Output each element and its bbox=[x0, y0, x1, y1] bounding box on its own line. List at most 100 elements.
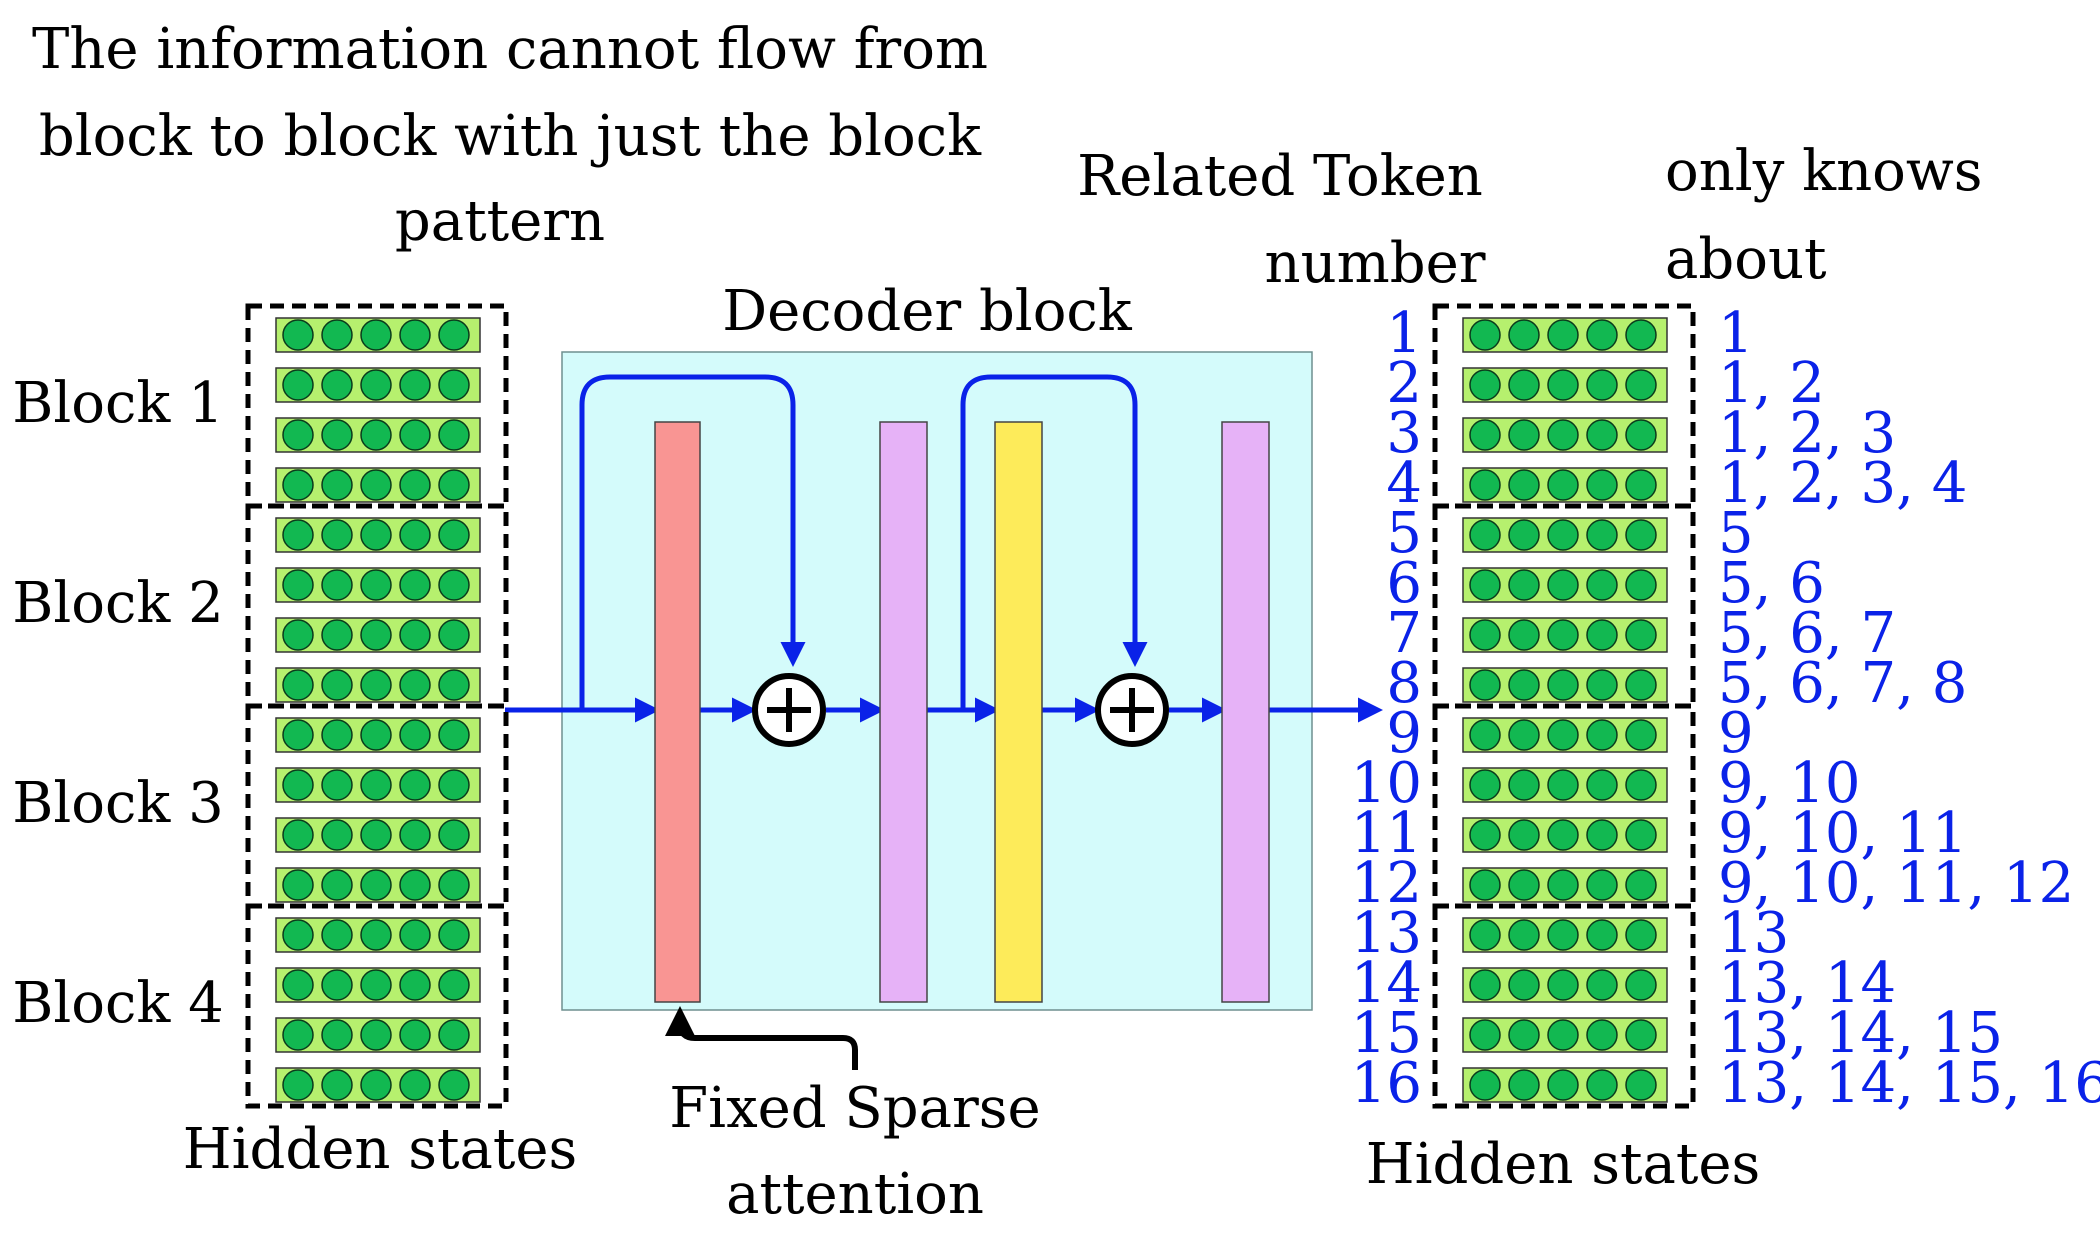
hidden-unit-dot bbox=[1469, 769, 1501, 801]
hidden-unit-dot bbox=[399, 619, 431, 651]
hidden-unit-dot bbox=[321, 1019, 353, 1051]
knows-about-entry: 9, 10, 11, 12 bbox=[1718, 851, 2074, 916]
hidden-unit-dot bbox=[1508, 719, 1540, 751]
token-number: 14 bbox=[1351, 951, 1422, 1016]
hidden-unit-dot bbox=[1508, 769, 1540, 801]
hidden-unit-dot bbox=[438, 319, 470, 351]
hidden-unit-dot bbox=[1508, 919, 1540, 951]
hidden-unit-dot bbox=[1625, 619, 1657, 651]
hidden-unit-dot bbox=[1625, 469, 1657, 501]
hidden-unit-dot bbox=[321, 369, 353, 401]
hidden-state-row bbox=[1462, 617, 1668, 653]
hidden-unit-dot bbox=[282, 719, 314, 751]
block-label: Block 2 bbox=[12, 571, 224, 636]
token-number: 9 bbox=[1386, 701, 1422, 766]
hidden-state-row bbox=[1462, 467, 1668, 503]
hidden-unit-dot bbox=[321, 719, 353, 751]
hidden-state-row bbox=[1462, 1017, 1668, 1053]
hidden-unit-dot bbox=[282, 969, 314, 1001]
knows-about-entry: 9, 10 bbox=[1718, 751, 1861, 816]
hidden-state-row bbox=[275, 867, 481, 903]
hidden-unit-dot bbox=[438, 369, 470, 401]
token-number: 6 bbox=[1386, 551, 1422, 616]
hidden-unit-dot bbox=[399, 969, 431, 1001]
hidden-unit-dot bbox=[1469, 469, 1501, 501]
hidden-unit-dot bbox=[321, 319, 353, 351]
hidden-unit-dot bbox=[1547, 769, 1579, 801]
hidden-unit-dot bbox=[321, 569, 353, 601]
hidden-unit-dot bbox=[360, 569, 392, 601]
hidden-unit-dot bbox=[282, 669, 314, 701]
hidden-unit-dot bbox=[360, 969, 392, 1001]
hidden-unit-dot bbox=[1508, 319, 1540, 351]
block-frame bbox=[245, 703, 509, 909]
hidden-unit-dot bbox=[1586, 369, 1618, 401]
hidden-unit-dot bbox=[1508, 819, 1540, 851]
add-node-2 bbox=[1095, 673, 1169, 747]
hidden-unit-dot bbox=[1547, 369, 1579, 401]
hidden-unit-dot bbox=[1625, 519, 1657, 551]
hidden-state-row bbox=[275, 1067, 481, 1103]
hidden-unit-dot bbox=[1547, 519, 1579, 551]
hidden-state-row bbox=[275, 567, 481, 603]
hidden-state-row bbox=[1462, 317, 1668, 353]
hidden-unit-dot bbox=[1586, 869, 1618, 901]
hidden-unit-dot bbox=[321, 969, 353, 1001]
block-label: Block 1 bbox=[12, 371, 224, 436]
hidden-unit-dot bbox=[1508, 669, 1540, 701]
hidden-unit-dot bbox=[360, 619, 392, 651]
hidden-unit-dot bbox=[1547, 819, 1579, 851]
hidden-state-row bbox=[1462, 817, 1668, 853]
hidden-unit-dot bbox=[282, 369, 314, 401]
hidden-state-row bbox=[275, 767, 481, 803]
hidden-unit-dot bbox=[1547, 919, 1579, 951]
knows-about-entry: 13 bbox=[1718, 901, 1789, 966]
hidden-unit-dot bbox=[1469, 919, 1501, 951]
block-frame bbox=[1432, 903, 1696, 1109]
hidden-state-row bbox=[1462, 667, 1668, 703]
knows-about-entry: 1, 2, 3, 4 bbox=[1718, 451, 1967, 516]
hidden-unit-dot bbox=[438, 719, 470, 751]
hidden-unit-dot bbox=[438, 1069, 470, 1101]
hidden-unit-dot bbox=[321, 419, 353, 451]
hidden-unit-dot bbox=[360, 469, 392, 501]
token-number: 12 bbox=[1351, 851, 1422, 916]
hidden-unit-dot bbox=[282, 1019, 314, 1051]
block-label: Block 4 bbox=[12, 971, 224, 1036]
hidden-unit-dot bbox=[282, 419, 314, 451]
hidden-unit-dot bbox=[399, 469, 431, 501]
block-frame bbox=[1432, 303, 1696, 509]
title-line-2: block to block with just the block bbox=[39, 104, 982, 169]
hidden-unit-dot bbox=[399, 419, 431, 451]
hidden-unit-dot bbox=[1586, 819, 1618, 851]
hidden-unit-dot bbox=[1586, 1069, 1618, 1101]
right-hidden-states-label: Hidden states bbox=[1366, 1132, 1760, 1197]
hidden-unit-dot bbox=[1469, 869, 1501, 901]
hidden-unit-dot bbox=[1508, 469, 1540, 501]
hidden-unit-dot bbox=[1469, 819, 1501, 851]
hidden-unit-dot bbox=[360, 319, 392, 351]
knows-about-entry: 9 bbox=[1718, 701, 1754, 766]
hidden-unit-dot bbox=[1469, 569, 1501, 601]
knows-about-entry: 13, 14, 15 bbox=[1718, 1001, 2003, 1066]
hidden-state-row bbox=[1462, 967, 1668, 1003]
hidden-unit-dot bbox=[438, 669, 470, 701]
hidden-unit-dot bbox=[1586, 669, 1618, 701]
layer-norm-bar-2 bbox=[1221, 421, 1270, 1003]
hidden-unit-dot bbox=[1469, 669, 1501, 701]
related-token-header-2: number bbox=[1265, 231, 1486, 296]
hidden-state-row bbox=[275, 667, 481, 703]
token-number: 10 bbox=[1351, 751, 1422, 816]
hidden-state-row bbox=[1462, 767, 1668, 803]
hidden-state-row bbox=[275, 717, 481, 753]
hidden-unit-dot bbox=[282, 469, 314, 501]
hidden-unit-dot bbox=[1586, 519, 1618, 551]
hidden-unit-dot bbox=[1586, 619, 1618, 651]
hidden-unit-dot bbox=[399, 919, 431, 951]
hidden-unit-dot bbox=[1586, 769, 1618, 801]
residual-connection-2 bbox=[960, 374, 1148, 710]
knows-about-entry: 1 bbox=[1718, 301, 1754, 366]
hidden-unit-dot bbox=[1625, 1019, 1657, 1051]
hidden-state-row bbox=[275, 317, 481, 353]
